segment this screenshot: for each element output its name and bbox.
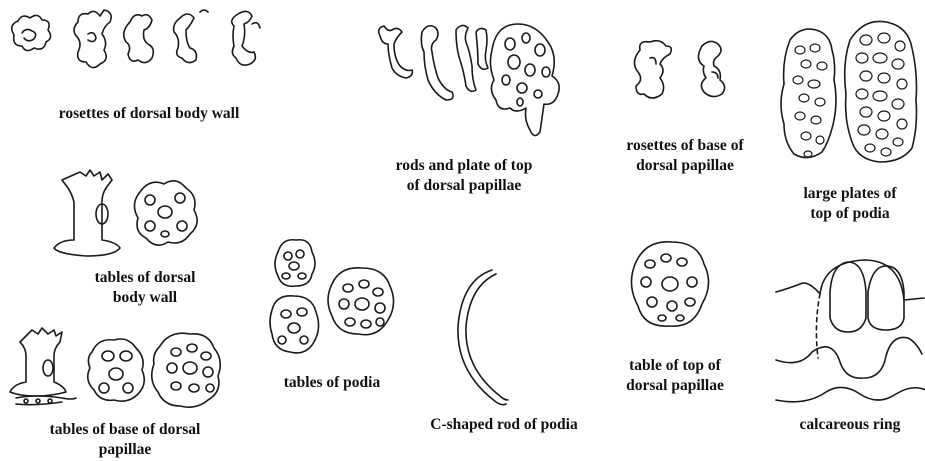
rosettes-dorsal-body-wall-drawing (12, 10, 260, 68)
tables-of-podia-drawing (270, 240, 394, 353)
caption-line: tables of podia (262, 373, 402, 393)
caption-line: of dorsal papillae (364, 176, 564, 196)
rosettes-base-papillae-drawing (634, 41, 724, 98)
caption-line: top of podia (775, 204, 925, 224)
caption-line: dorsal papillae (610, 156, 760, 176)
caption-line: large plates of (775, 184, 925, 204)
caption-line: tables of base of dorsal (0, 420, 250, 440)
tables-dorsal-body-wall-drawing (54, 170, 197, 256)
caption-line: C-shaped rod of podia (404, 415, 604, 435)
tables-base-papillae-drawing (10, 328, 220, 407)
caption-large-plates: large plates of top of podia (775, 184, 925, 224)
caption-line: table of top of (600, 356, 750, 376)
large-plates-drawing (781, 21, 917, 162)
caption-rosettes-base-papillae: rosettes of base of dorsal papillae (610, 136, 760, 176)
rods-and-plate-drawing (379, 24, 559, 136)
caption-calcareous-ring: calcareous ring (780, 415, 920, 435)
caption-table-top-papillae: table of top of dorsal papillae (600, 356, 750, 396)
caption-tables-dorsal-body-wall: tables of dorsal body wall (70, 268, 220, 308)
caption-c-shaped-rod: C-shaped rod of podia (404, 415, 604, 435)
caption-rods-and-plate: rods and plate of top of dorsal papillae (364, 156, 564, 196)
caption-rosettes-dorsal-body-wall: rosettes of dorsal body wall (24, 104, 274, 124)
caption-tables-base-papillae: tables of base of dorsal papillae (0, 420, 250, 460)
caption-line: papillae (0, 440, 250, 460)
caption-line: rods and plate of top (364, 156, 564, 176)
table-top-papillae-drawing (631, 242, 708, 326)
calcareous-ring-drawing (776, 260, 925, 402)
c-shaped-rod-drawing (458, 270, 508, 405)
caption-line: rosettes of base of (610, 136, 760, 156)
caption-line: body wall (70, 288, 220, 308)
caption-tables-of-podia: tables of podia (262, 373, 402, 393)
caption-line: tables of dorsal (70, 268, 220, 288)
caption-line: calcareous ring (780, 415, 920, 435)
caption-line: rosettes of dorsal body wall (24, 104, 274, 124)
caption-line: dorsal papillae (600, 376, 750, 396)
